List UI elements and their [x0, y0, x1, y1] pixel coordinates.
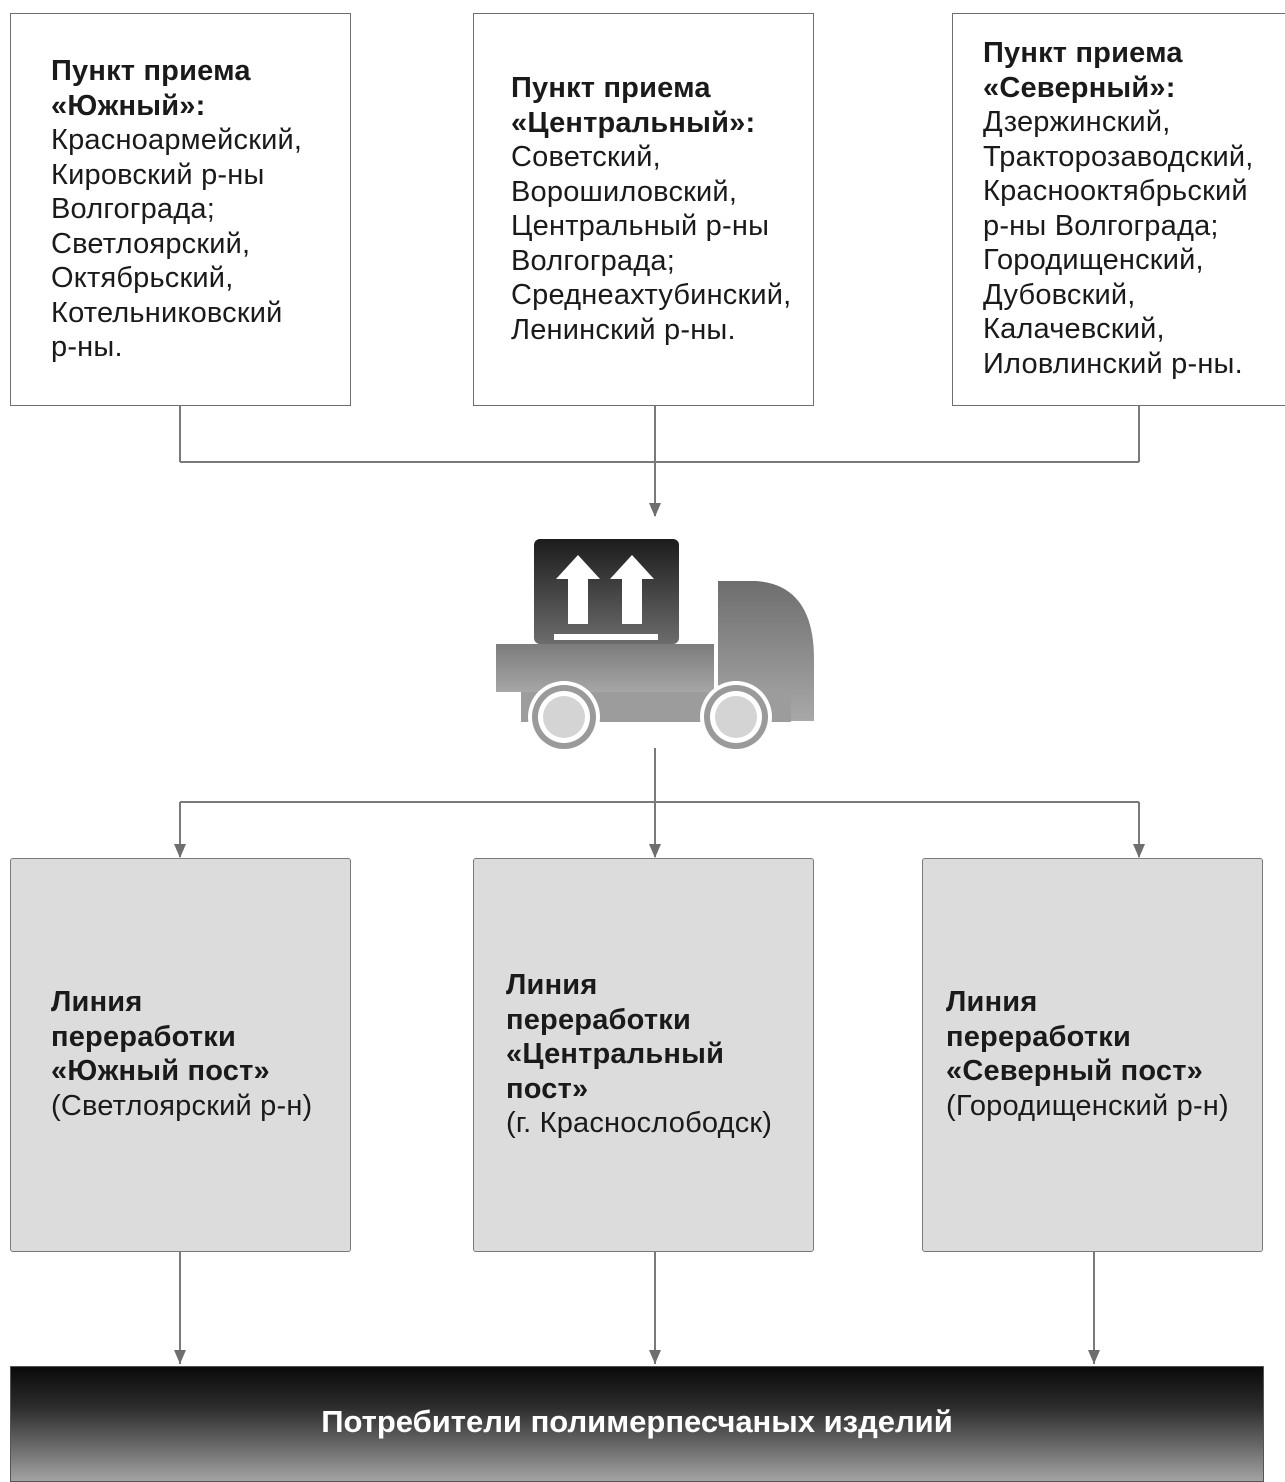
- processing-line-title: Линия переработки «Центральный пост»: [506, 969, 725, 1105]
- collection-point-north: Пункт приема «Северный»: Дзержинский, Тр…: [952, 13, 1285, 406]
- processing-line-central: Линия переработки «Центральный пост» (г.…: [473, 858, 814, 1252]
- consumers-label: Потребители полимерпесчаных изделий: [321, 1404, 953, 1439]
- collection-point-districts: Красноармейский, Кировский р-ны Волгогра…: [51, 124, 303, 363]
- collection-point-title: Пункт приема «Северный»:: [983, 37, 1183, 104]
- collection-point-title: Пункт приема «Южный»:: [51, 55, 251, 122]
- arrowhead: [649, 503, 661, 517]
- processing-line-north: Линия переработки «Северный пост» (Город…: [922, 858, 1263, 1252]
- processing-line-title: Линия переработки «Северный пост»: [946, 986, 1203, 1087]
- arrowhead: [649, 844, 661, 858]
- processing-line-location: (Городищенский р-н): [946, 1089, 1229, 1122]
- collection-point-title: Пункт приема «Центральный»:: [511, 72, 756, 139]
- processing-line-location: (г. Краснослободск): [506, 1107, 773, 1139]
- consumers-bar: Потребители полимерпесчаных изделий: [10, 1366, 1264, 1482]
- arrowhead: [1133, 844, 1145, 858]
- arrowhead: [649, 1350, 661, 1364]
- processing-line-location: (Светлоярский р-н): [51, 1089, 313, 1122]
- processing-line-title: Линия переработки «Южный пост»: [51, 986, 270, 1087]
- arrowhead: [1088, 1350, 1100, 1364]
- collection-point-districts: Дзержинский, Тракторозаводский, Красноок…: [983, 106, 1254, 380]
- processing-line-south: Линия переработки «Южный пост» (Светлояр…: [10, 858, 351, 1252]
- arrowhead: [174, 1350, 186, 1364]
- arrowhead: [174, 844, 186, 858]
- collection-point-south: Пункт приема «Южный»: Красноармейский, К…: [10, 13, 351, 406]
- collection-point-districts: Советский, Ворошиловский, Центральный р-…: [511, 141, 792, 346]
- truck-icon: [496, 539, 814, 753]
- collection-point-central: Пункт приема «Центральный»: Советский, В…: [473, 13, 814, 406]
